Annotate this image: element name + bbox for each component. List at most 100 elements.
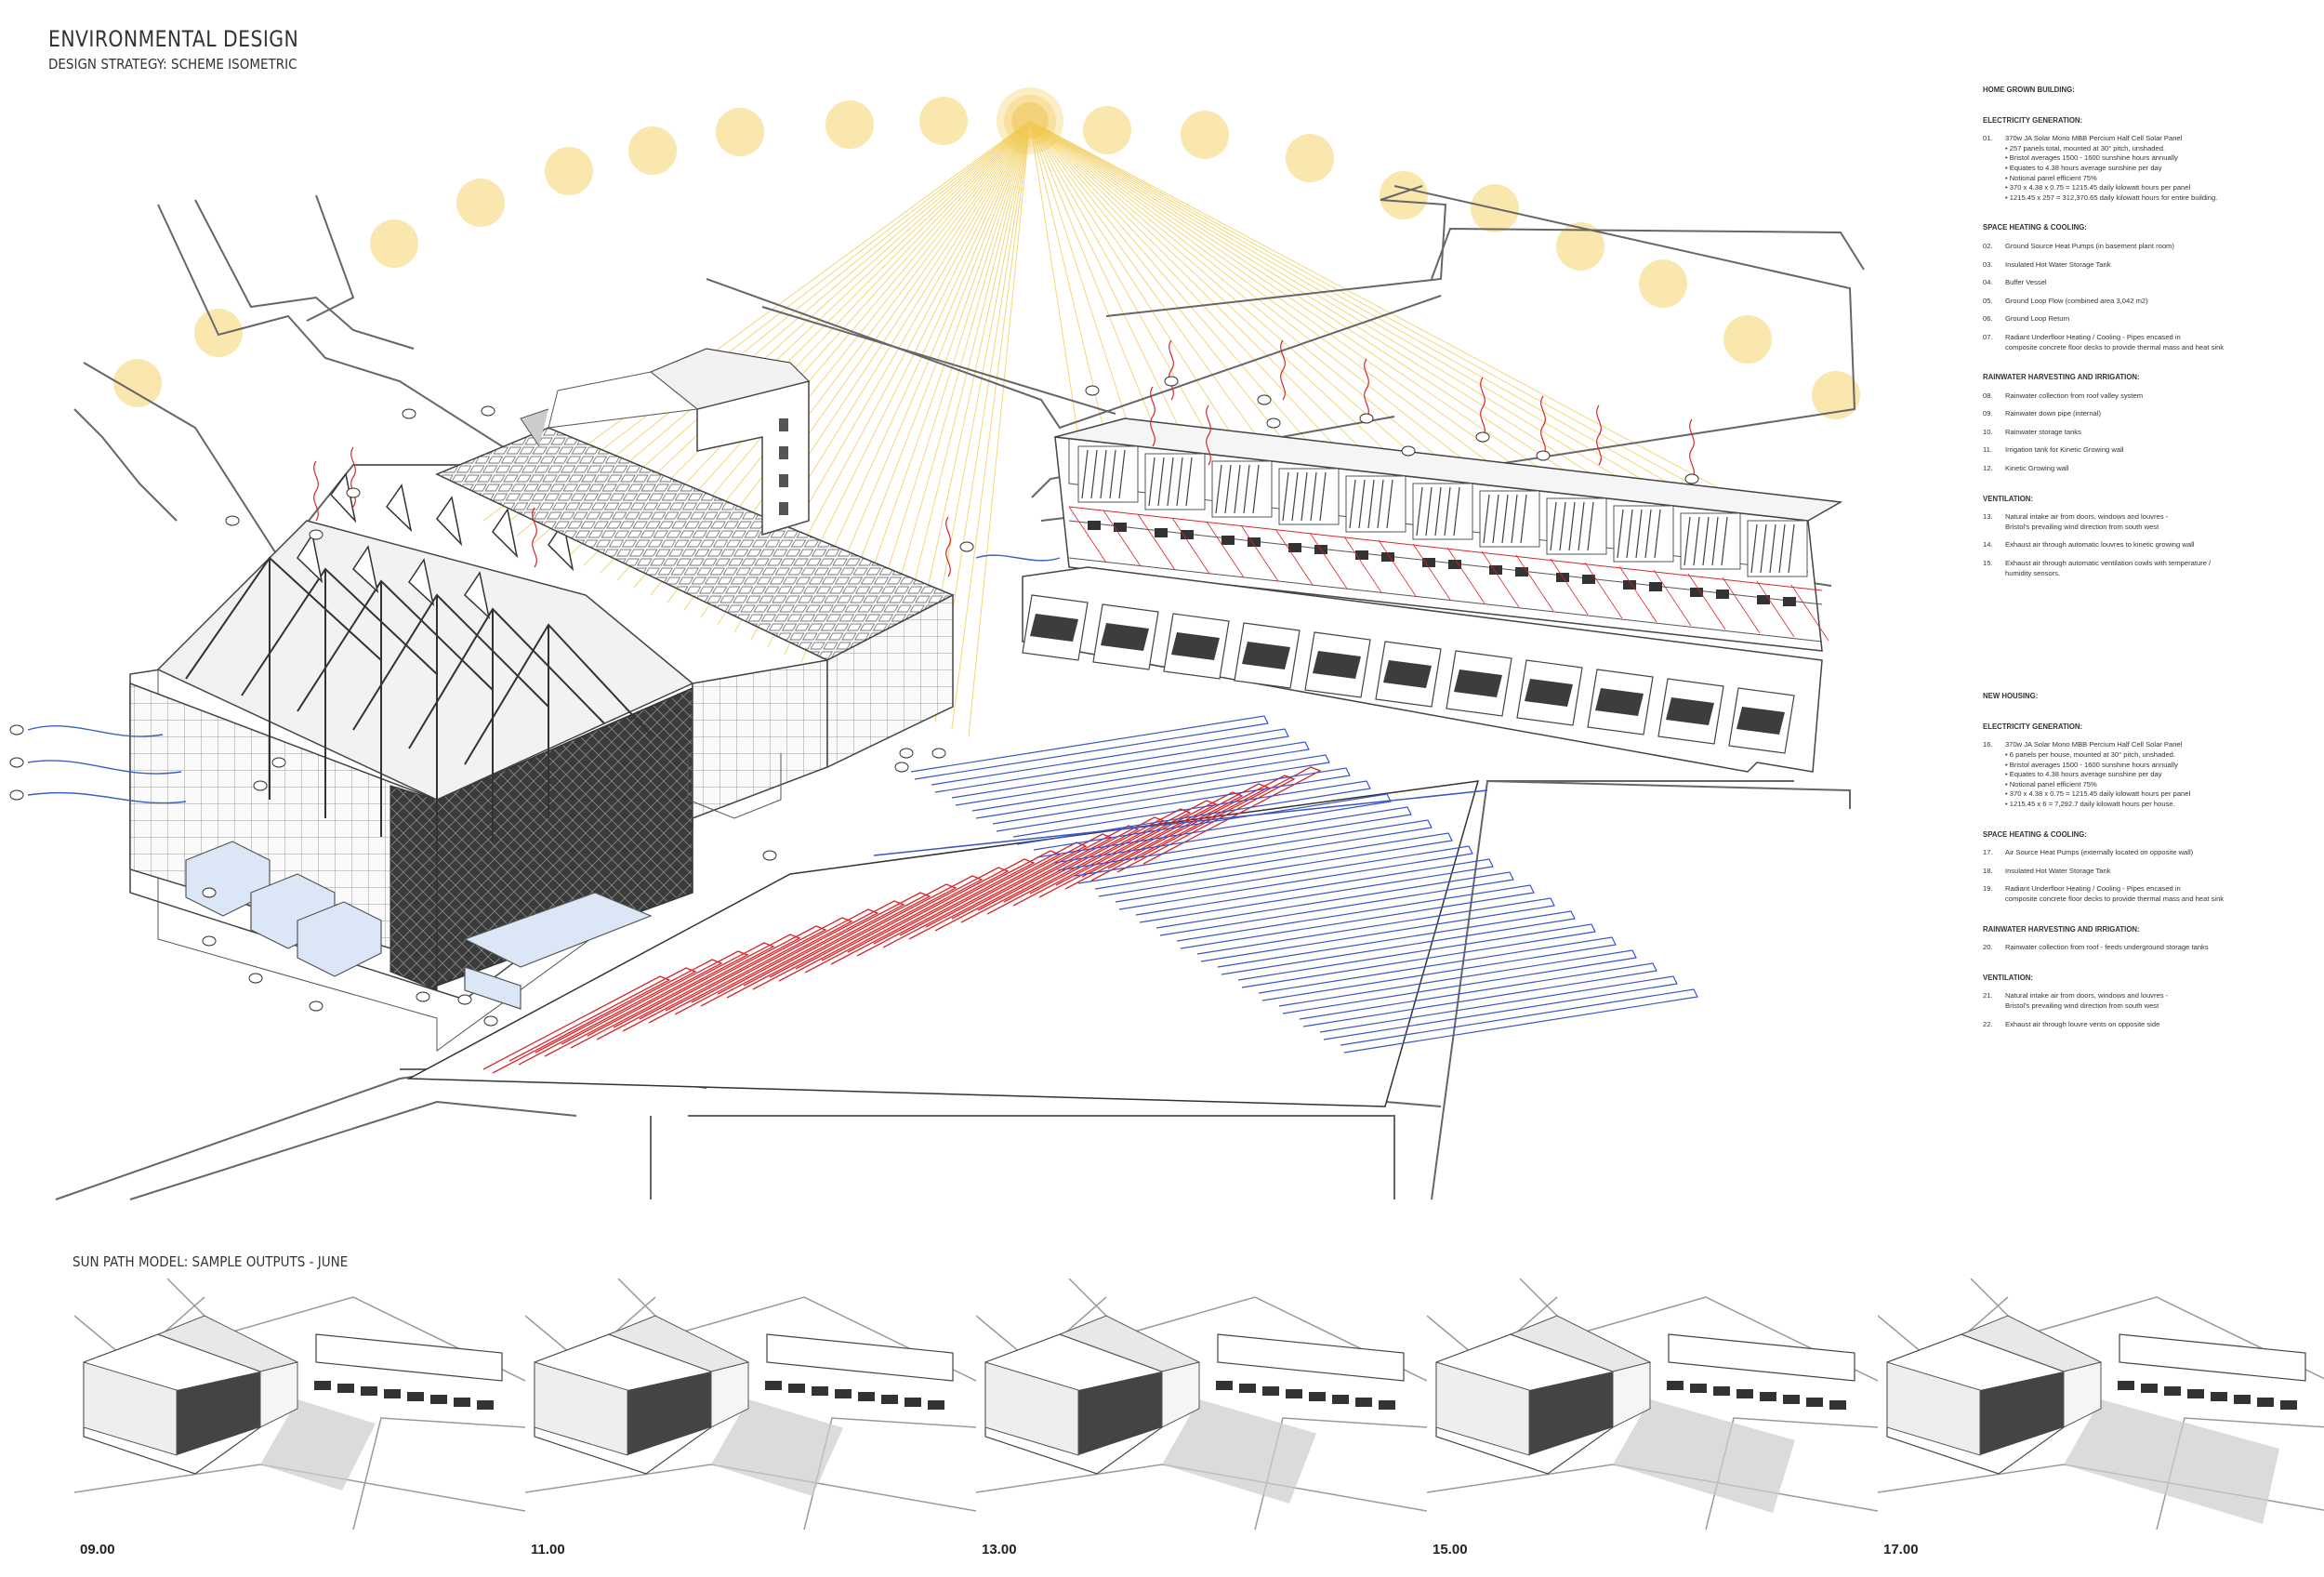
notes-item-text: Exhaust air through automatic louvres to… bbox=[2005, 540, 2195, 550]
solar-panel-row bbox=[1386, 479, 1393, 529]
notes-section-heading: VENTILATION: bbox=[1983, 973, 2033, 982]
notes-item-number: 10. bbox=[1983, 427, 1993, 436]
underfloor-heating-pipe bbox=[1481, 550, 1520, 608]
callout-marker bbox=[416, 991, 430, 1002]
planter-bed bbox=[1101, 623, 1149, 651]
ground-loop-return-pipe bbox=[1135, 858, 1494, 923]
window bbox=[1221, 536, 1235, 545]
solar-panel-row bbox=[1367, 479, 1375, 529]
ground-loop-flow-pipe bbox=[899, 842, 1088, 940]
callout-marker bbox=[457, 994, 472, 1005]
isometric-drawing bbox=[9, 87, 1865, 1200]
underfloor-heating-pipe bbox=[1171, 517, 1210, 575]
notes-item-text: Natural intake air from doors, windows a… bbox=[2005, 512, 2169, 531]
solar-panel-row bbox=[1578, 501, 1585, 551]
callout-marker bbox=[483, 1015, 498, 1027]
sun-ray bbox=[951, 120, 1031, 730]
ground-loop-flow-pipe bbox=[1081, 783, 1270, 881]
solar-panel-row bbox=[1301, 471, 1308, 522]
solar-panel-row bbox=[1483, 494, 1490, 544]
ground-loop-return-pipe bbox=[1258, 936, 1617, 1001]
ground-loop-return-pipe bbox=[1155, 871, 1514, 936]
ground-loop-return-pipe bbox=[1196, 897, 1555, 962]
notes-item-number: 18. bbox=[1983, 866, 1993, 875]
callout-marker bbox=[899, 748, 914, 759]
notes-section: ELECTRICITY GENERATION:16.370w JA Solar … bbox=[1983, 722, 2317, 810]
callout-marker bbox=[931, 748, 946, 759]
sun-ray bbox=[1029, 120, 1665, 506]
notes-item-number: 07. bbox=[1983, 332, 1993, 341]
callout-markers bbox=[9, 376, 1699, 1027]
housing-unit bbox=[1412, 483, 1473, 540]
callout-marker bbox=[253, 780, 268, 791]
solar-panel-row bbox=[1148, 457, 1155, 507]
underfloor-heating-pipe bbox=[1068, 506, 1107, 563]
exhaust-arrow bbox=[1169, 339, 1174, 401]
solar-panel-row bbox=[1760, 523, 1767, 574]
notes-item-text: Rainwater storage tanks bbox=[2005, 427, 2081, 436]
notes-item: 09.Rainwater down pipe (internal) bbox=[1983, 409, 2317, 419]
solar-panel-row bbox=[1215, 464, 1222, 514]
underfloor-heating-pipe bbox=[1274, 528, 1314, 586]
callout-marker bbox=[9, 789, 24, 801]
notes-item-text: Insulated Hot Water Storage Tank bbox=[2005, 866, 2111, 875]
callout-marker bbox=[481, 405, 495, 417]
callout-marker bbox=[202, 935, 217, 947]
solar-panel-row bbox=[1550, 501, 1557, 551]
sun-ray bbox=[1029, 120, 1079, 438]
solar-panel-row bbox=[1520, 494, 1527, 544]
housing-unit bbox=[1345, 475, 1406, 533]
notes-item-text: 370w JA Solar Mono MBB Percium Half Cell… bbox=[2005, 134, 2218, 202]
ground-loop-flow-pipe bbox=[613, 934, 801, 1032]
solar-panel-row bbox=[1702, 516, 1710, 566]
ground-loop-return-pipe bbox=[971, 754, 1330, 819]
notes-item-text: Rainwater collection from roof - feeds u… bbox=[2005, 943, 2209, 952]
housing-unit bbox=[1680, 512, 1741, 570]
planter-bed bbox=[1030, 614, 1078, 642]
callout-marker bbox=[1401, 445, 1416, 457]
ground-loop-field bbox=[406, 715, 1698, 1107]
sun-path-time-label: 11.00 bbox=[531, 1542, 565, 1557]
housing-unit bbox=[1613, 505, 1674, 563]
callout-marker bbox=[1684, 473, 1699, 484]
notes-item: 14.Exhaust air through automatic louvres… bbox=[1983, 540, 2317, 550]
ground-loop-flow-pipe bbox=[873, 850, 1062, 948]
exhaust-arrow bbox=[313, 460, 319, 522]
sun-ray bbox=[1029, 120, 1442, 480]
solar-panel-row bbox=[1778, 523, 1786, 574]
exhaust-arrow bbox=[1540, 395, 1546, 457]
notes-item-text: Buffer Vessel bbox=[2005, 278, 2047, 287]
ground-loop-flow-pipe bbox=[1003, 808, 1192, 907]
callout-marker bbox=[346, 487, 361, 498]
window bbox=[1288, 543, 1301, 552]
solar-panel-row bbox=[1310, 471, 1317, 522]
home-grown-heading: HOME GROWN BUILDING: bbox=[1983, 86, 2075, 94]
exhaust-arrow bbox=[532, 507, 537, 568]
solar-panel-row bbox=[1644, 509, 1652, 559]
solar-panel-row bbox=[1349, 479, 1356, 529]
notes-item: 06.Ground Loop Return bbox=[1983, 314, 2317, 325]
new-housing-terrace bbox=[1022, 417, 1843, 773]
window bbox=[1381, 552, 1394, 562]
solar-panel-row bbox=[1234, 464, 1241, 514]
notes-item-text: 370w JA Solar Mono MBB Percium Half Cell… bbox=[2005, 740, 2191, 808]
solar-panel-row bbox=[1492, 494, 1499, 544]
ground-loop-return-pipe bbox=[1319, 975, 1678, 1040]
solar-panel-row bbox=[1100, 449, 1107, 499]
solar-panel-row bbox=[1684, 516, 1691, 566]
window bbox=[1448, 560, 1461, 569]
solar-panel-row bbox=[1243, 464, 1250, 514]
planter-bed bbox=[1666, 697, 1714, 725]
notes-section: RAINWATER HARVESTING AND IRRIGATION:08.R… bbox=[1983, 373, 2317, 474]
window bbox=[1422, 558, 1435, 567]
notes-item-number: 16. bbox=[1983, 740, 1993, 749]
solar-panel-row bbox=[1635, 509, 1643, 559]
underfloor-heating-pipe bbox=[1343, 536, 1382, 593]
notes-item: 04.Buffer Vessel bbox=[1983, 278, 2317, 288]
notes-item: 11.Irrigation tank for Kinetic Growing w… bbox=[1983, 445, 2317, 456]
solar-panel-row bbox=[1711, 516, 1719, 566]
notes-item-number: 13. bbox=[1983, 512, 1993, 522]
underfloor-heating-pipe bbox=[1722, 576, 1761, 634]
ground-loop-return-pipe bbox=[1278, 949, 1637, 1014]
notes-item-text: Radiant Underfloor Heating / Cooling - P… bbox=[2005, 332, 2225, 351]
